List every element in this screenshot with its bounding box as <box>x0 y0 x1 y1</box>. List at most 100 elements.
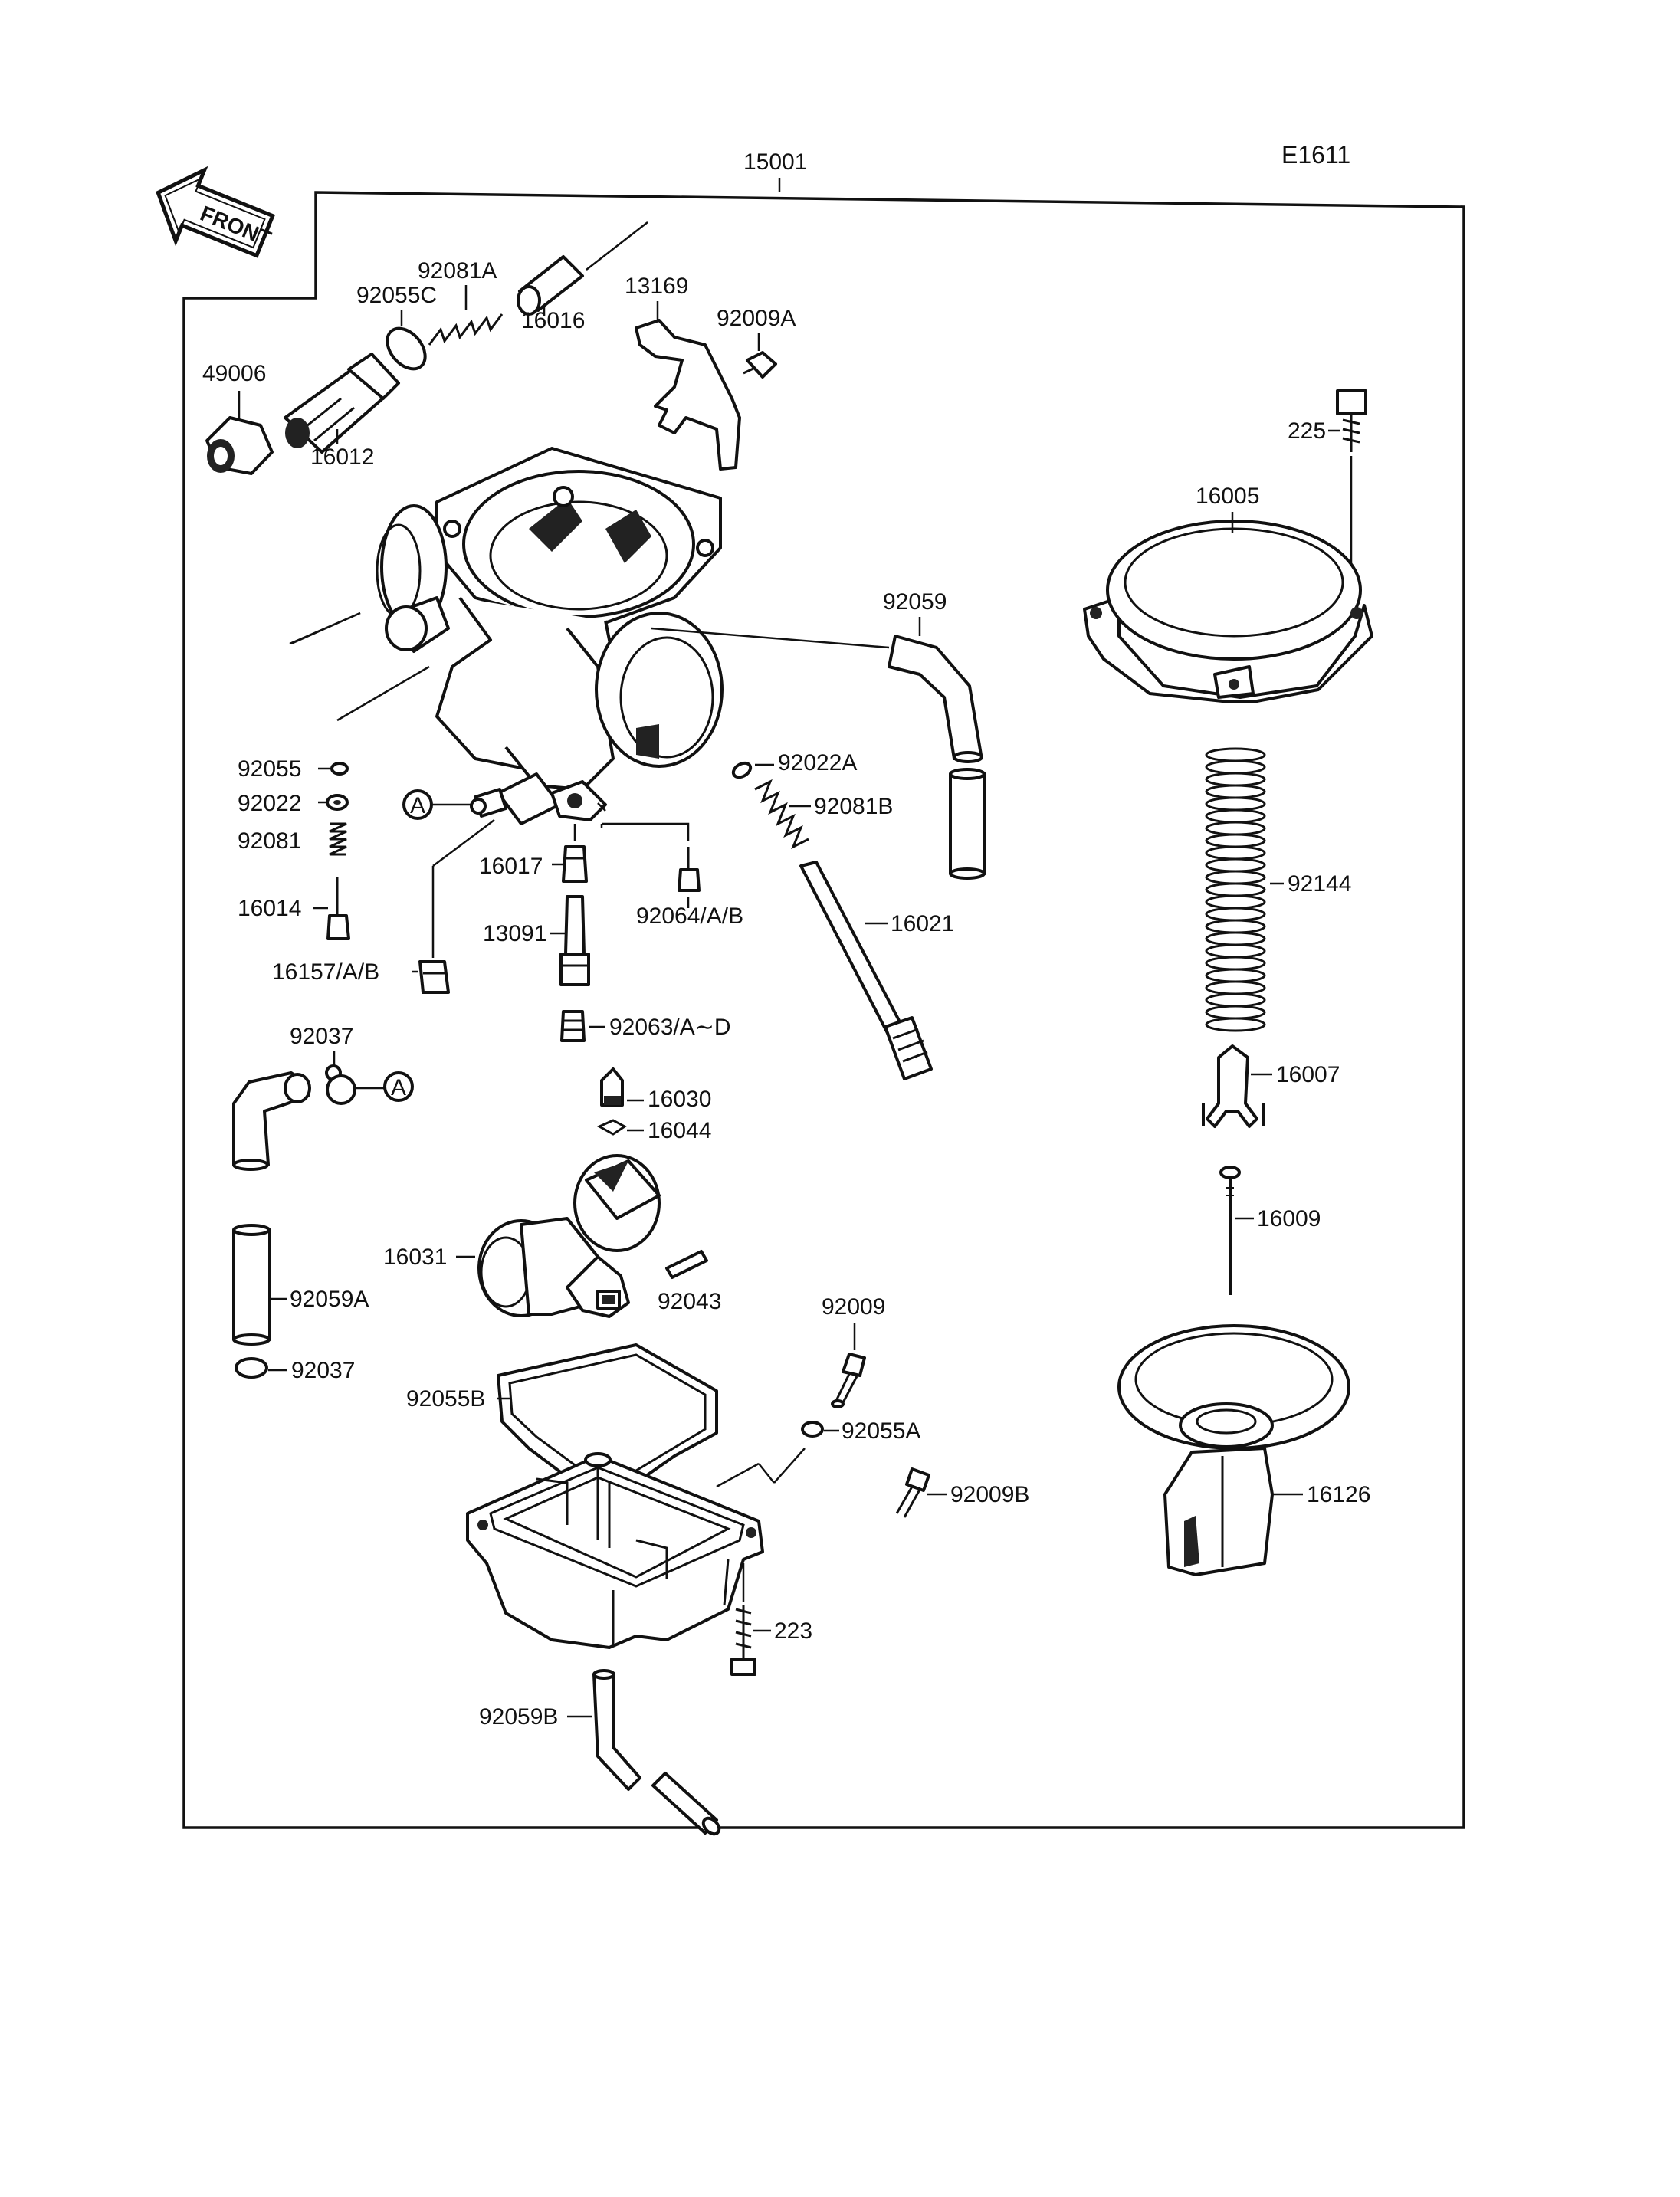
label-13091: 13091 <box>483 921 546 946</box>
leader-92059-body <box>651 627 890 649</box>
label-92037-lower: 92037 <box>291 1358 355 1383</box>
spring-coil <box>1205 821 1266 836</box>
label-16021: 16021 <box>891 911 954 936</box>
carburetor-body <box>289 447 724 825</box>
label-16017: 16017 <box>479 854 543 879</box>
label-92063: 92063/A∼D <box>609 1015 731 1040</box>
label-92022: 92022 <box>238 791 301 816</box>
spring-coil <box>1205 919 1266 934</box>
spring-coil <box>1205 845 1266 861</box>
part-16044-clip <box>596 1119 627 1136</box>
spring-coil <box>1205 980 1266 995</box>
part-13091-needle-jet <box>559 895 590 986</box>
label-92059B: 92059B <box>479 1704 558 1730</box>
part-92081-spring <box>329 822 347 856</box>
spring-coil <box>1205 956 1266 971</box>
part-49006-cap <box>205 416 274 475</box>
spring-coil <box>1205 907 1266 922</box>
label-92081A: 92081A <box>418 258 497 284</box>
spring-coil <box>1205 968 1266 983</box>
label-92055A: 92055A <box>842 1418 920 1444</box>
part-92022A-washer <box>731 761 753 779</box>
spring-coil <box>1205 759 1266 775</box>
reference-a-marker: A <box>402 789 471 820</box>
assembly-frame <box>182 191 1465 1829</box>
reference-a-label: A <box>410 793 425 818</box>
part-92059A-hose <box>232 1071 311 1346</box>
label-16031: 16031 <box>383 1244 447 1270</box>
part-225-screw <box>1336 389 1367 452</box>
part-16017-jet-holder <box>562 845 588 883</box>
label-92009B: 92009B <box>950 1482 1029 1507</box>
label-92055B: 92055B <box>406 1386 485 1412</box>
part-16021-throttle-stop-screw <box>799 861 933 1080</box>
label-16126: 16126 <box>1307 1482 1370 1507</box>
part-16030-float-valve <box>600 1067 624 1107</box>
label-92059A: 92059A <box>290 1287 369 1312</box>
part-92059B-drain-hose <box>592 1669 721 1836</box>
spring-coil <box>1205 833 1266 848</box>
label-16014: 16014 <box>238 896 301 921</box>
leader-92055-body <box>336 665 430 722</box>
spring-coil <box>1205 796 1266 812</box>
part-16007-needle-holder <box>1202 1044 1265 1128</box>
leader-92064-bracket <box>597 802 690 841</box>
part-13169-bracket <box>635 319 741 471</box>
part-92055A-oring <box>801 1421 824 1438</box>
part-16009-jet-needle <box>1219 1166 1241 1295</box>
part-92037-clip-upper <box>325 1064 356 1105</box>
label-16016: 16016 <box>521 308 585 333</box>
part-16157-main-jet <box>418 960 450 994</box>
label-92037-upper: 92037 <box>290 1024 353 1049</box>
reference-a-label-lower: A <box>391 1075 406 1100</box>
label-92009A: 92009A <box>717 306 796 331</box>
label-16005: 16005 <box>1196 484 1259 509</box>
part-223-screw <box>730 1605 756 1676</box>
part-92081B-spring <box>754 779 809 850</box>
label-92055C: 92055C <box>356 283 437 308</box>
spring-coil <box>1205 1005 1266 1020</box>
label-16012: 16012 <box>310 444 374 470</box>
label-92043: 92043 <box>658 1289 721 1314</box>
part-92043-float-pin <box>665 1250 708 1279</box>
spring-coil <box>1205 943 1266 959</box>
part-92055C-oring <box>386 326 427 371</box>
label-49006: 49006 <box>202 361 266 386</box>
part-92144-spring <box>1205 747 1266 1032</box>
part-92009B-screw <box>895 1467 930 1518</box>
spring-coil <box>1205 784 1266 799</box>
spring-coil <box>1205 992 1266 1008</box>
spring-coil <box>1205 894 1266 910</box>
label-92064: 92064/A/B <box>636 903 743 929</box>
spring-coil <box>1205 931 1266 946</box>
spring-coil <box>1205 772 1266 787</box>
label-13169: 13169 <box>625 274 688 299</box>
part-92009A-screw <box>743 351 777 379</box>
spring-coil <box>1205 1017 1266 1032</box>
label-92055: 92055 <box>238 756 301 782</box>
label-92059: 92059 <box>883 589 947 615</box>
part-92022-washer <box>326 794 349 811</box>
spring-coil <box>1205 808 1266 824</box>
diagram-code: E1611 <box>1281 141 1350 169</box>
part-16012-choke-body <box>284 353 400 454</box>
part-16005-top-cover <box>1083 520 1373 703</box>
label-92009: 92009 <box>822 1294 885 1320</box>
spring-coil <box>1205 882 1266 897</box>
label-92022A: 92022A <box>778 750 857 776</box>
label-92144: 92144 <box>1288 871 1351 897</box>
label-225: 225 <box>1288 418 1326 444</box>
label-92081B: 92081B <box>814 794 893 819</box>
leader-16157-diag <box>432 819 495 867</box>
part-92037-clip-lower <box>235 1357 268 1379</box>
label-16030: 16030 <box>648 1087 711 1112</box>
label-223: 223 <box>774 1618 812 1644</box>
spring-coil <box>1205 857 1266 873</box>
part-92055-oring <box>330 762 349 776</box>
label-16007: 16007 <box>1276 1062 1340 1087</box>
leader-throttle-shaft <box>290 612 361 645</box>
label-16009: 16009 <box>1257 1206 1321 1231</box>
part-92081A-spring <box>428 313 504 346</box>
reference-a-marker-lower: A <box>355 1071 414 1102</box>
